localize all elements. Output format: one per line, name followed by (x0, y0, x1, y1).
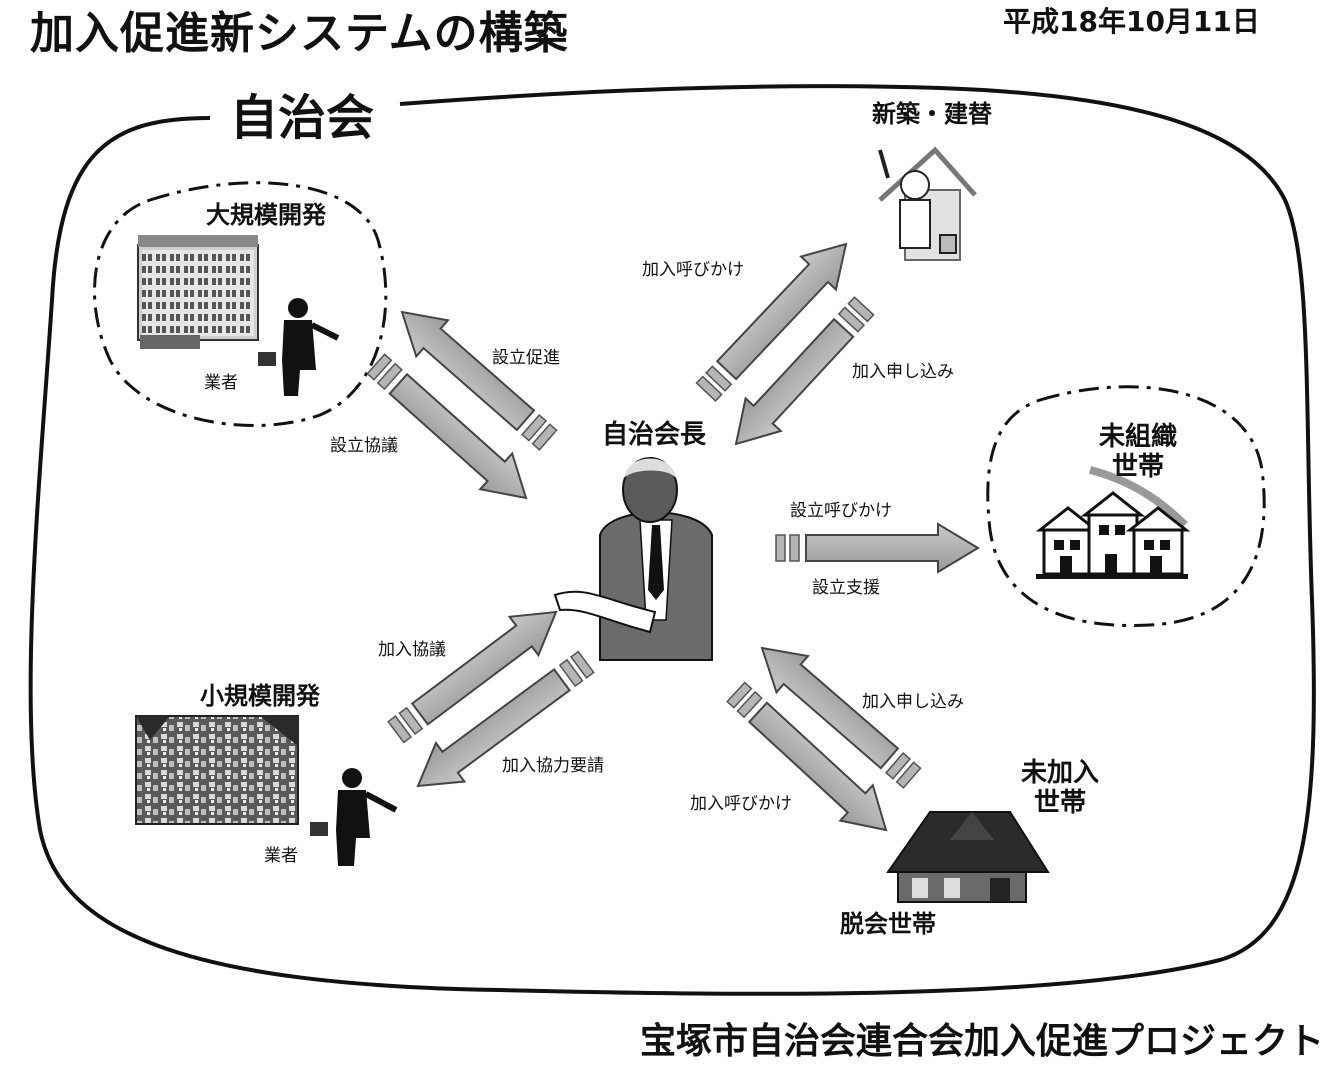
arrow-setsuritsu-sokushin (400, 310, 558, 451)
node-label-unorganized-line2: 世帯 (1111, 452, 1164, 482)
row-houses-icon (1035, 466, 1191, 579)
edge-label-kanyu-yobikake-nonmember: 加入呼びかけ (690, 794, 792, 814)
painter-house-icon (878, 146, 977, 261)
region-label: 自治会 (222, 94, 383, 142)
builder-person-icon (258, 298, 340, 396)
node-label-builder-small: 業者 (264, 846, 298, 866)
cityscape-icon (135, 715, 299, 825)
arrow-kanyu-moushikomi-nonmember (760, 646, 922, 789)
node-label-new-build: 新築・建替 (872, 100, 992, 128)
node-label-withdrawn: 脱会世帯 (840, 910, 936, 938)
edge-label-kanyu-moushikomi-new: 加入申し込み (852, 362, 954, 382)
unorganized-group-outline (986, 385, 1266, 628)
edge-label-setsuritsu-kyogi: 設立協議 (330, 436, 398, 456)
footer-org-label: 宝塚市自治会連合会加入促進プロジェクト (640, 1021, 1325, 1062)
node-label-nonmember: 未加入 世帯 (1010, 760, 1110, 816)
community-boundary (28, 84, 1316, 996)
arrow-kanyu-yobikake-nonmember (726, 681, 888, 832)
page-title: 加入促進新システムの構築 (30, 8, 569, 59)
arrow-layer (366, 242, 980, 832)
edge-label-setsuritsu-shien: 設立支援 (812, 578, 880, 598)
arrow-setsuritsu-kyogi (366, 353, 528, 500)
chief-person-icon (553, 457, 713, 661)
arrow-kanyu-kyogi (387, 610, 558, 744)
date-label: 平成18年10月11日 (1003, 5, 1260, 38)
apartment-building-icon (137, 235, 259, 349)
arrow-kanyu-kyoryoku-yosei (416, 650, 595, 788)
node-label-unorganized: 未組織 世帯 (1088, 424, 1188, 480)
edge-label-kanyu-kyogi: 加入協議 (378, 640, 446, 660)
edge-label-setsuritsu-sokushin: 設立促進 (492, 348, 560, 368)
edge-label-kanyu-kyoryoku-yosei: 加入協力要請 (502, 756, 604, 776)
builder-person-icon-2 (310, 768, 398, 866)
edge-label-setsuritsu-yobikake: 設立呼びかけ (790, 501, 892, 521)
node-label-large-dev: 大規模開発 (206, 201, 326, 229)
node-label-unorganized-line1: 未組織 (1098, 422, 1177, 452)
large-dev-group-outline (93, 181, 388, 427)
arrow-kanyu-moushikomi-new (734, 296, 875, 446)
node-label-nonmember-line2: 世帯 (1033, 788, 1086, 818)
edge-label-kanyu-yobikake-new: 加入呼びかけ (642, 260, 744, 280)
node-label-builder-large: 業者 (204, 373, 238, 393)
arrow-setsuritsu-yobikake (775, 522, 980, 574)
arrow-kanyu-yobikake-new (695, 242, 848, 402)
node-label-nonmember-line1: 未加入 (1020, 758, 1099, 788)
node-label-small-dev: 小規模開発 (200, 682, 320, 710)
edge-label-kanyu-moushikomi-nonmember: 加入申し込み (862, 692, 964, 712)
house-icon (886, 811, 1050, 903)
node-label-chief: 自治会長 (602, 420, 707, 450)
